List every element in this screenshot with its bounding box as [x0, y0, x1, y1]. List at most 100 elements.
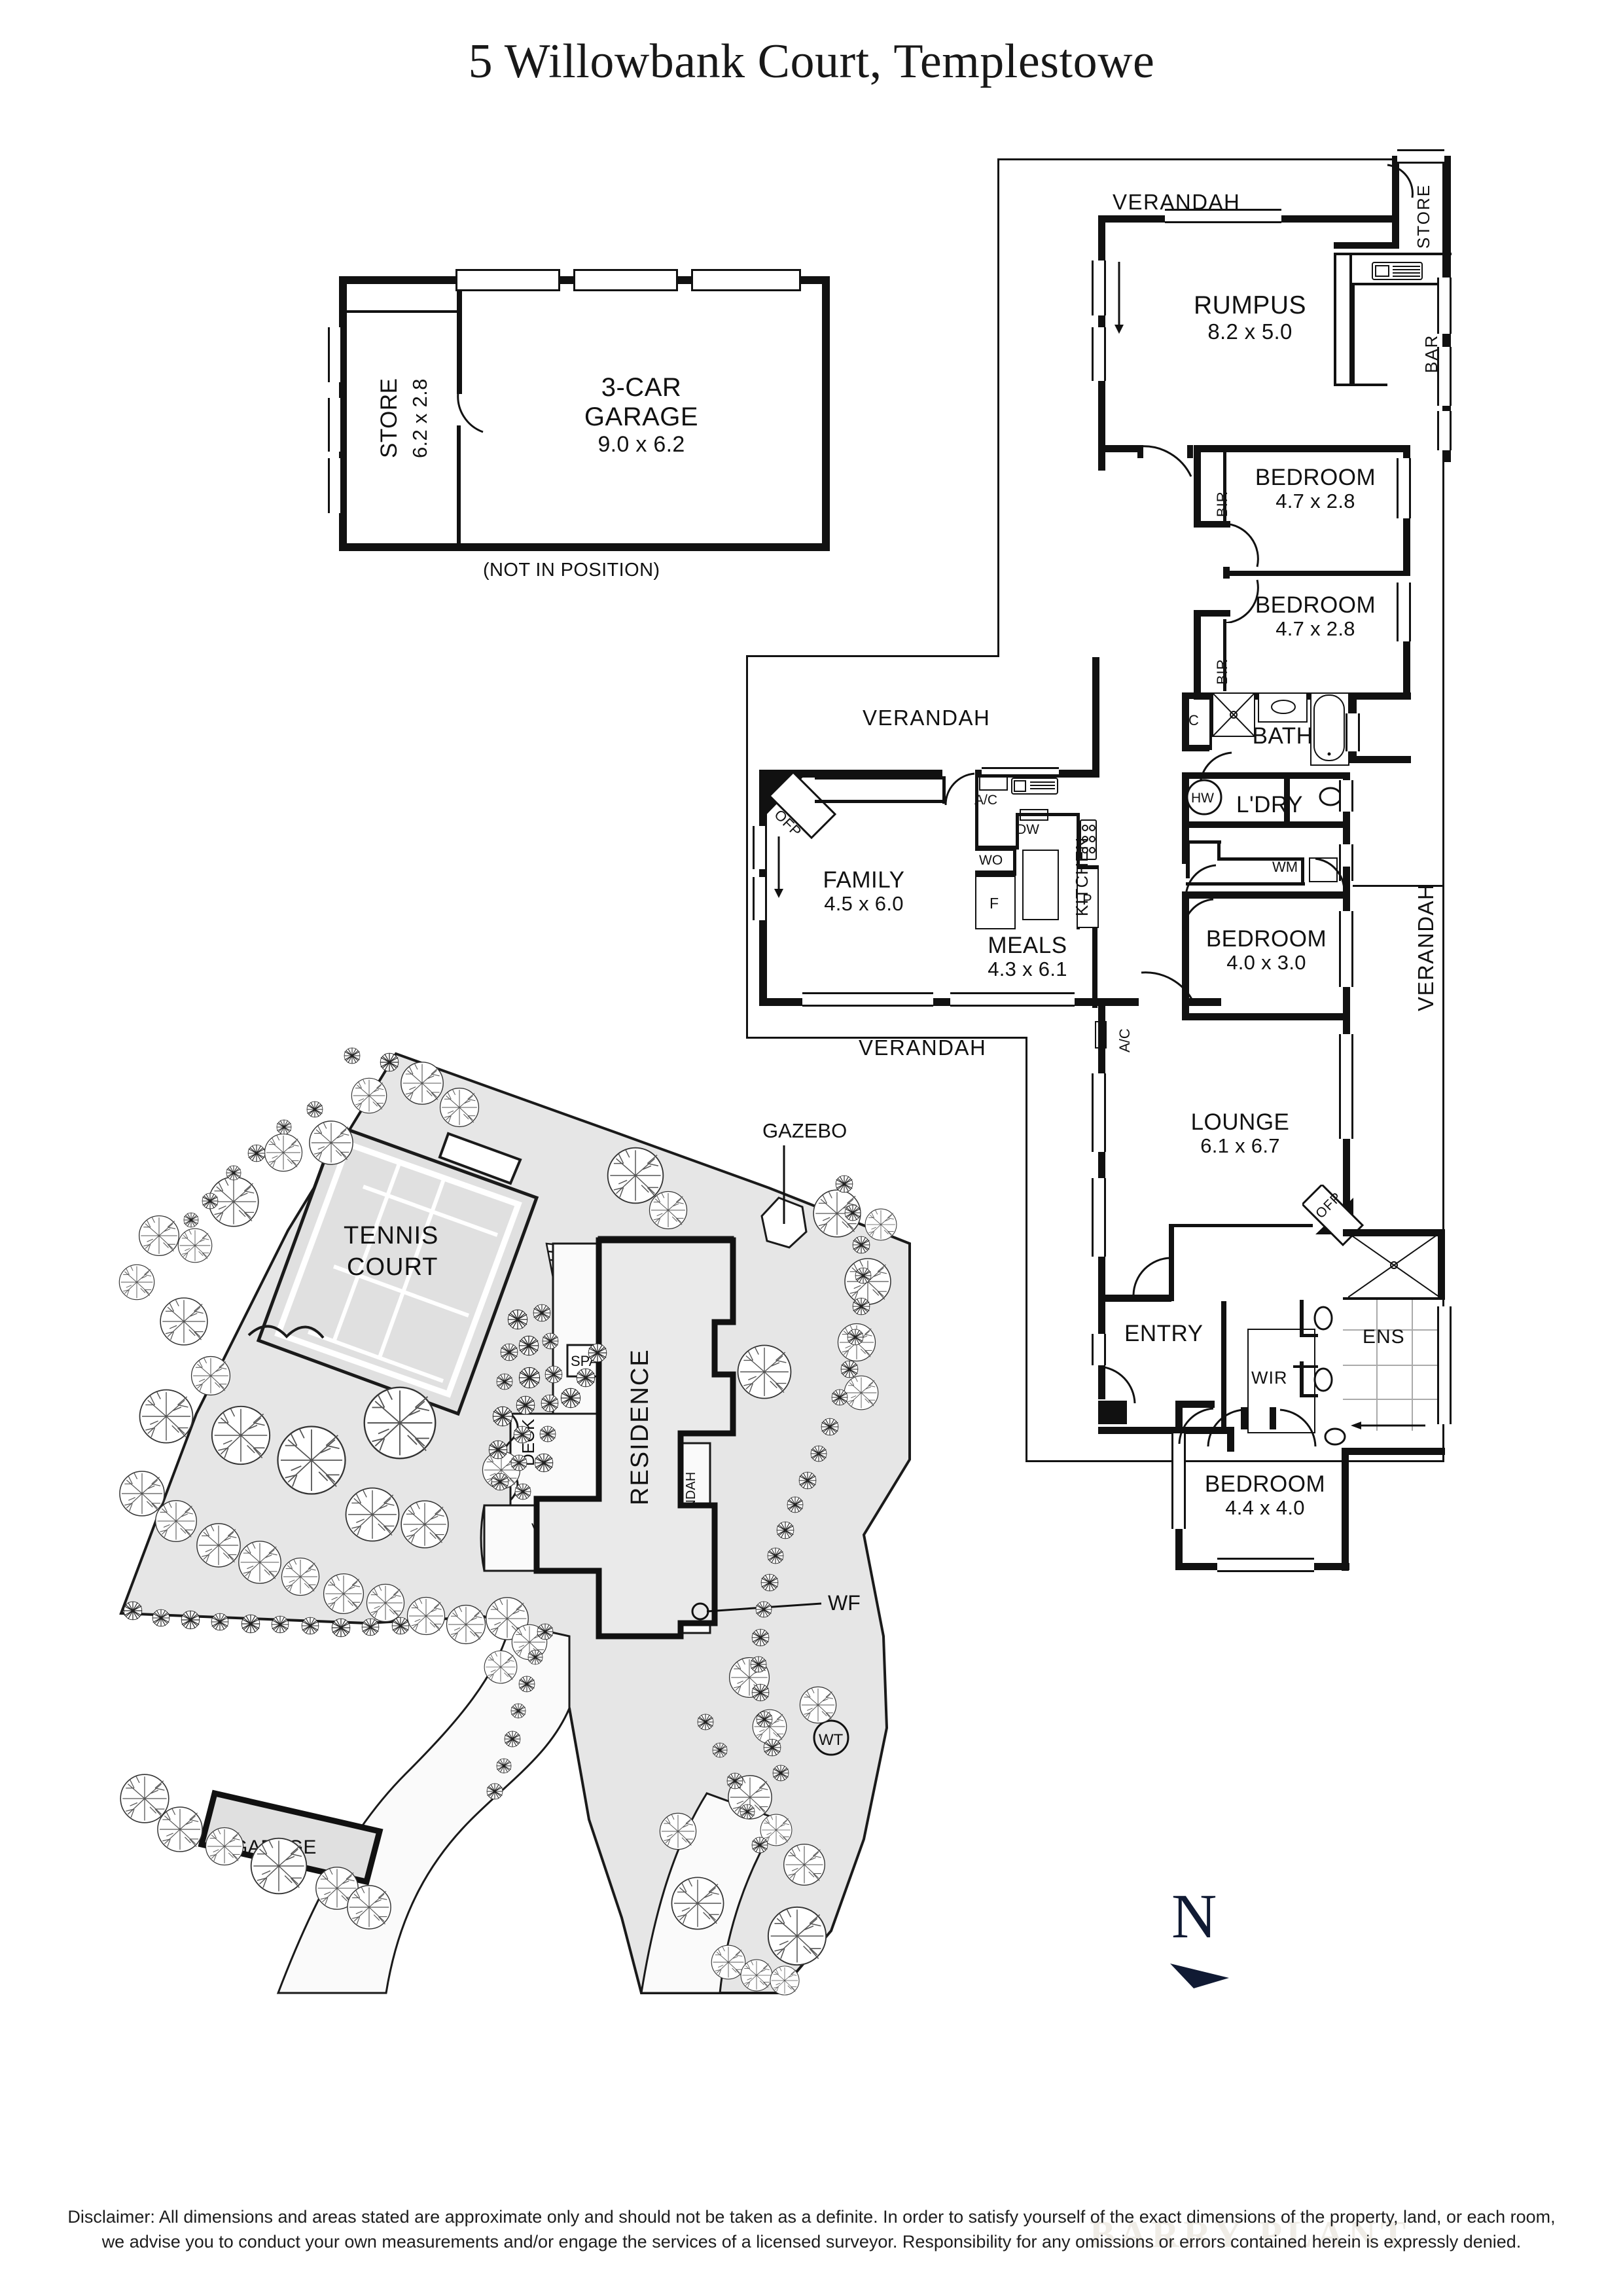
- bath-wall-bottomright: [1349, 756, 1411, 763]
- kitchen-bench-top: [1016, 813, 1080, 816]
- ens-door-swing: [1279, 1408, 1317, 1447]
- bedroom1-window-right: [1397, 458, 1411, 518]
- ens-tile-grid: [1343, 1300, 1446, 1431]
- gazebo-label: GAZEBO: [762, 1119, 847, 1142]
- hot-water-unit-icon: [1186, 779, 1222, 816]
- bedroom3-window: [1339, 911, 1353, 987]
- bar-window-right-2: [1437, 347, 1452, 406]
- tennis-court-net-post: [438, 1132, 522, 1185]
- verandah-tick-right: [1353, 885, 1444, 887]
- ldry-bench-step: [1217, 840, 1221, 860]
- residence-footprint: [533, 1237, 736, 1640]
- verandah-outline-lowmid: [1026, 1037, 1027, 1462]
- closet-divider: [1209, 694, 1212, 750]
- site-garage: [198, 1789, 383, 1886]
- garage-store-partition-lower: [457, 425, 461, 551]
- verandah-lower-edge: [480, 1505, 486, 1571]
- ldry-room-label: L'DRY: [1236, 792, 1303, 817]
- entry-wall-stub: [1227, 1427, 1234, 1452]
- ens-wall-bottom: [1342, 1448, 1445, 1455]
- wall-oven-label: WO: [979, 853, 1003, 868]
- lounge-wall-bottom-stub: [1169, 1224, 1174, 1301]
- meals-window-1: [802, 992, 933, 1007]
- bath-vanity: [1258, 692, 1308, 723]
- lounge-room-label: LOUNGE 6.1 x 6.7: [1190, 1109, 1290, 1158]
- store-fixture-label: STORE: [1414, 183, 1433, 249]
- kitchen-wo-right: [1013, 846, 1016, 876]
- pantry-box: [1077, 868, 1099, 928]
- family-window-left-2: [753, 877, 767, 920]
- rumpus-step-arrow: [1115, 262, 1124, 334]
- bar-counter-edge: [1352, 283, 1355, 385]
- rumpus-window-left-2: [1092, 327, 1106, 381]
- kitchen-wall-right-upper: [1092, 657, 1099, 778]
- meals-window-2: [950, 992, 1075, 1007]
- ens-arrow-left: [1351, 1422, 1425, 1429]
- wt-label: WT: [819, 1731, 844, 1749]
- residence-label: RESIDENCE: [626, 1348, 654, 1505]
- kitchen-island: [1022, 850, 1059, 920]
- tennis-court-lines-outer: [274, 1140, 522, 1398]
- verandah-outline-bottom: [1026, 1460, 1444, 1462]
- site-plan: SPA DECK VERANDAH VERANDAH VERANDAH RESI…: [118, 1047, 969, 1996]
- page-title: 5 Willowbank Court, Templestowe: [468, 35, 1155, 88]
- garage-door-panel-1: [455, 269, 560, 291]
- family-room-label: FAMILY 4.5 x 6.0: [823, 867, 905, 916]
- bath-basin: [1271, 700, 1296, 714]
- wf-label: WF: [828, 1591, 861, 1615]
- bar-sink-bowl: [1375, 265, 1389, 277]
- wir-door-jamb: [1241, 1407, 1247, 1429]
- garage-door-panel-2: [573, 269, 678, 291]
- bedroom2-window-right: [1397, 583, 1411, 641]
- bir1-divider: [1223, 452, 1226, 522]
- rumpus-hall-door-swing: [1139, 445, 1192, 477]
- dishwasher-label: DW: [1016, 822, 1039, 837]
- store-room-label: STORE: [376, 378, 402, 458]
- meals-wall-right: [1092, 897, 1097, 1008]
- verandah-outline-top: [997, 158, 1442, 160]
- store-room-dimension: 6.2 x 2.8: [408, 378, 431, 458]
- fridge-label: F: [990, 895, 999, 912]
- ldry-bench-top1: [1186, 840, 1221, 844]
- shower-cross: [1212, 692, 1255, 737]
- bedroom1-wall-bottom: [1223, 571, 1410, 576]
- bedroom3-wall-bottom: [1182, 1013, 1349, 1020]
- bedroom3-wall-top: [1182, 891, 1346, 899]
- lounge-wall-left: [1098, 1006, 1105, 1300]
- bedroom3-door-swing: [1182, 898, 1214, 934]
- bar-window-right-1: [1437, 278, 1452, 334]
- ens-vanity-notch-1: [1300, 1334, 1318, 1337]
- garage-window-left-1: [328, 327, 342, 382]
- lounge-wall-bottom-left: [1098, 1295, 1171, 1302]
- kitchen-label: KITCHEN: [1072, 836, 1092, 916]
- bedroom1-room-label: BEDROOM 4.7 x 2.8: [1255, 465, 1376, 513]
- disclaimer-text: Disclaimer: All dimensions and areas sta…: [67, 2207, 1556, 2252]
- water-tank-marker: [813, 1719, 849, 1756]
- verandah-label-right: VERANDAH: [1414, 883, 1438, 1011]
- ldry-bench-bottom: [1186, 882, 1305, 886]
- family-step-arrow: [774, 836, 783, 898]
- rumpus-window-top: [1165, 209, 1281, 223]
- wir-shelf: [1293, 1365, 1318, 1368]
- bir2-wall-top: [1194, 610, 1230, 617]
- bedroom1-wall-top: [1194, 445, 1410, 452]
- rumpus-window-left-1: [1092, 260, 1106, 315]
- rumpus-room-label: RUMPUS 8.2 x 5.0: [1193, 291, 1306, 344]
- verandah-outline-left: [746, 655, 748, 1039]
- family-bench-end: [942, 776, 946, 804]
- store-window: [1397, 149, 1444, 164]
- north-letter: N: [1171, 1881, 1217, 1951]
- lounge-door-swing: [1132, 1257, 1171, 1295]
- meals-hall-wall-right: [1182, 998, 1221, 1006]
- family-window-left-1: [753, 826, 767, 869]
- bath-room-label: BATH: [1252, 723, 1313, 749]
- ens-vanity-notch-2: [1300, 1394, 1318, 1397]
- masterbed-wall-topleft: [1175, 1401, 1215, 1408]
- wir-label: WIR: [1251, 1368, 1288, 1388]
- bir1-label: BIR: [1214, 491, 1230, 517]
- ldry-bench-top2: [1217, 857, 1304, 861]
- bedroom2-door-swing: [1224, 579, 1259, 623]
- bedroom2-room-label: BEDROOM 4.7 x 2.8: [1255, 592, 1376, 641]
- tennis-court-label-line2: COURT: [347, 1253, 438, 1281]
